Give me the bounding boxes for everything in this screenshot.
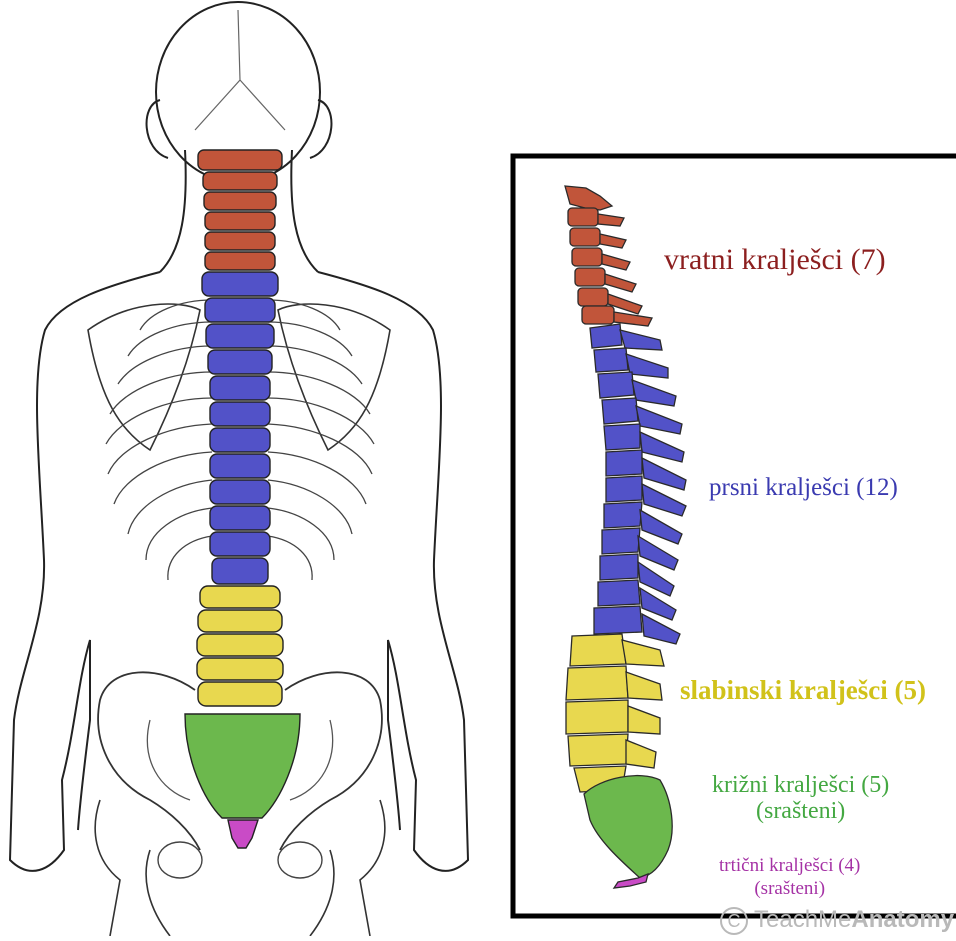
watermark-text-bold: Anatomy [851,906,954,933]
left-sacrum [185,714,300,818]
left-lumbar-region [197,586,283,706]
sacral-label-text: križni kralješci (5) [712,772,889,798]
lumbar-label: slabinski kralješci (5) [680,675,926,706]
cervical-label-text: vratni kralješci (7) [664,243,886,276]
left-spine [185,150,300,848]
left-hip [95,800,170,936]
lumbar-label-text: slabinski kralješci (5) [680,675,926,705]
thoracic-label: prsni kralješci (12) [709,474,898,502]
watermark-text-light: TeachMe [754,906,851,933]
cervical-label: vratni kralješci (7) [664,243,886,277]
coccyx-label: trtični kralješci (4) (srašteni) [719,854,860,900]
left-thoracic-region [202,272,278,584]
right-hip [310,800,385,936]
sacral-label: križni kralješci (5) (srašteni) [712,772,889,824]
left-coccyx [228,820,258,848]
right-scapula [278,304,390,450]
thoracic-label-text: prsni kralješci (12) [709,474,898,501]
coccyx-label-note: (srašteni) [719,877,860,900]
left-obturator [158,842,202,878]
copyright-icon: C [720,907,748,935]
sacral-label-note: (srašteni) [712,798,889,824]
left-cervical-region [198,150,282,270]
right-obturator [278,842,322,878]
coccyx-label-text: trtični kralješci (4) [719,854,860,877]
